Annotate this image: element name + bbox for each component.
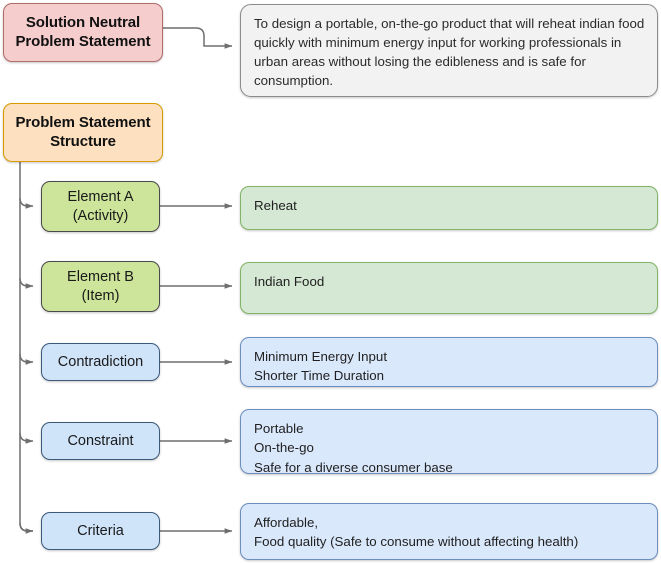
node-content-contradiction: Minimum Energy Input Shorter Time Durati… <box>240 337 658 387</box>
connector-trunk <box>19 162 33 532</box>
connector-branch-criteria <box>19 522 34 534</box>
content-text-element-b: Indian Food <box>254 274 325 289</box>
connector-solution-to-statement <box>163 27 233 49</box>
node-problem-statement-structure: Problem Statement Structure <box>3 103 163 162</box>
node-label-element-b: Element B (Item) <box>41 261 160 312</box>
node-content-element-a: Reheat <box>240 186 658 230</box>
connector-branch-element-a <box>19 197 34 209</box>
content-text-constraint: Portable On-the-go Safe for a diverse co… <box>254 421 453 475</box>
node-statement-text: To design a portable, on-the-go product … <box>240 4 658 97</box>
statement-text: To design a portable, on-the-go product … <box>254 16 645 88</box>
content-text-element-a: Reheat <box>254 198 297 213</box>
node-label-constraint: Constraint <box>41 422 160 460</box>
connector-branch-contradiction <box>19 353 34 365</box>
node-content-constraint: Portable On-the-go Safe for a diverse co… <box>240 409 658 475</box>
connector-branch-element-b <box>19 277 34 289</box>
node-solution-neutral-problem-statement: Solution Neutral Problem Statement <box>3 3 163 62</box>
content-text-contradiction: Minimum Energy Input Shorter Time Durati… <box>254 349 388 384</box>
node-content-criteria: Affordable, Food quality (Safe to consum… <box>240 503 658 560</box>
node-label-criteria: Criteria <box>41 512 160 550</box>
connector-branch-constraint <box>19 432 34 444</box>
node-label-contradiction: Contradiction <box>41 343 160 381</box>
node-content-element-b: Indian Food <box>240 262 658 314</box>
content-text-criteria: Affordable, Food quality (Safe to consum… <box>254 515 579 550</box>
node-label-element-a: Element A (Activity) <box>41 181 160 232</box>
